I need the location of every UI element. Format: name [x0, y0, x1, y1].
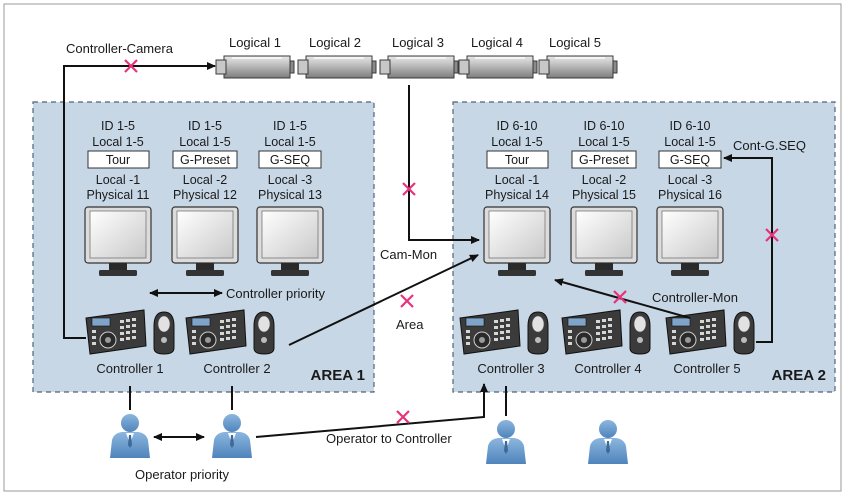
svg-text:Local -2: Local -2 [183, 173, 228, 187]
svg-text:Physical 14: Physical 14 [485, 188, 549, 202]
svg-text:Local -1: Local -1 [96, 173, 141, 187]
svg-text:Local -1: Local -1 [495, 173, 540, 187]
svg-text:Local 1-5: Local 1-5 [179, 135, 230, 149]
mode-box [486, 150, 549, 169]
svg-text:Local 1-5: Local 1-5 [264, 135, 315, 149]
connection-lines [63, 62, 773, 441]
cam-mon-line [408, 85, 480, 244]
camera-label: Logical 3 [392, 35, 444, 50]
svg-text:ID 6-10: ID 6-10 [584, 119, 625, 133]
cross-mark-icon [396, 410, 410, 424]
area-1-monitor-2: ID 1-5 Local 1-5 G-Preset Local -2 Physi… [171, 119, 239, 277]
svg-text:Local -3: Local -3 [668, 173, 713, 187]
camera-label: Logical 5 [549, 35, 601, 50]
cam-mon-label: Cam-Mon [380, 247, 437, 262]
keyboard-controller-icon [85, 309, 175, 355]
mode-box [172, 150, 238, 169]
svg-text:Physical 12: Physical 12 [173, 188, 237, 202]
area-1-monitor-1: ID 1-5 Local 1-5 Tour Local -1 Physical … [84, 119, 152, 277]
cross-mark-icon [402, 182, 416, 196]
svg-text:Local -2: Local -2 [582, 173, 627, 187]
area-1-monitor-3: ID 1-5 Local 1-5 G-SEQ Local -3 Physical… [256, 119, 324, 277]
cctv-camera-icon [215, 55, 295, 79]
mode-box [258, 150, 322, 169]
svg-text:G-Preset: G-Preset [180, 153, 231, 167]
area-1-label: AREA 1 [311, 367, 365, 384]
camera-label: Logical 1 [229, 35, 281, 50]
svg-text:G-SEQ: G-SEQ [670, 153, 711, 167]
svg-text:Physical 16: Physical 16 [658, 188, 722, 202]
cctv-camera-icon [379, 55, 459, 79]
cross-mark-icon [400, 294, 414, 308]
cctv-camera-icon [538, 55, 618, 79]
operator-to-controller-line [255, 383, 488, 438]
mode-box [571, 150, 637, 169]
area-2-monitor-2: ID 6-10 Local 1-5 G-Preset Local -2 Phys… [570, 119, 638, 277]
controller-mon-label: Controller-Mon [652, 290, 738, 305]
operator-to-controller-label: Operator to Controller [326, 431, 452, 446]
cont-gseq-label: Cont-G.SEQ [733, 138, 806, 153]
controller-1-label: Controller 1 [96, 361, 163, 376]
cctv-camera-icon [297, 55, 377, 79]
svg-text:ID 6-10: ID 6-10 [497, 119, 538, 133]
cross-mark-icon [124, 59, 138, 73]
controller-2-label: Controller 2 [203, 361, 270, 376]
area-label: Area [396, 317, 424, 332]
svg-text:ID 1-5: ID 1-5 [101, 119, 135, 133]
svg-text:Local 1-5: Local 1-5 [92, 135, 143, 149]
area-2-monitor-3: ID 6-10 Local 1-5 G-SEQ Local -3 Physica… [656, 119, 724, 277]
mode-box [87, 150, 150, 169]
svg-text:Local 1-5: Local 1-5 [664, 135, 715, 149]
cross-mark-icon [613, 290, 627, 304]
operator-priority-label: Operator priority [135, 467, 229, 482]
cross-mark-icon [765, 228, 779, 242]
keyboard-controller-icon [185, 309, 275, 355]
controller-camera-label: Controller-Camera [66, 41, 174, 56]
svg-text:Local 1-5: Local 1-5 [578, 135, 629, 149]
keyboard-controller-icon [561, 309, 651, 355]
svg-text:Physical 13: Physical 13 [258, 188, 322, 202]
svg-text:Tour: Tour [505, 153, 529, 167]
svg-text:Local -3: Local -3 [268, 173, 313, 187]
restriction-crosses [124, 59, 779, 424]
controller-camera-line [63, 62, 216, 339]
svg-text:Tour: Tour [106, 153, 130, 167]
area-2-label: AREA 2 [772, 367, 826, 384]
svg-text:ID 1-5: ID 1-5 [188, 119, 222, 133]
svg-text:G-SEQ: G-SEQ [270, 153, 311, 167]
controller-4-label: Controller 4 [574, 361, 641, 376]
camera-label: Logical 4 [471, 35, 523, 50]
controller-5-label: Controller 5 [673, 361, 740, 376]
mode-box [658, 150, 722, 169]
cont-gseq-line [723, 154, 773, 343]
cctv-camera-icon [458, 55, 538, 79]
svg-text:G-Preset: G-Preset [579, 153, 630, 167]
svg-text:ID 6-10: ID 6-10 [670, 119, 711, 133]
svg-text:Physical 11: Physical 11 [87, 188, 150, 202]
svg-text:Local 1-5: Local 1-5 [491, 135, 542, 149]
area-line [288, 254, 479, 346]
controller-3-label: Controller 3 [477, 361, 544, 376]
camera-row: Logical 1 Logical 2 Logical 3 Logical 4 … [215, 35, 618, 79]
camera-label: Logical 2 [309, 35, 361, 50]
svg-text:ID 1-5: ID 1-5 [273, 119, 307, 133]
keyboard-controller-icon [459, 309, 549, 355]
keyboard-controller-icon [665, 309, 755, 355]
controller-priority-label: Controller priority [226, 286, 325, 301]
area-2-monitor-1: ID 6-10 Local 1-5 Tour Local -1 Physical… [483, 119, 551, 277]
svg-text:Physical 15: Physical 15 [572, 188, 636, 202]
